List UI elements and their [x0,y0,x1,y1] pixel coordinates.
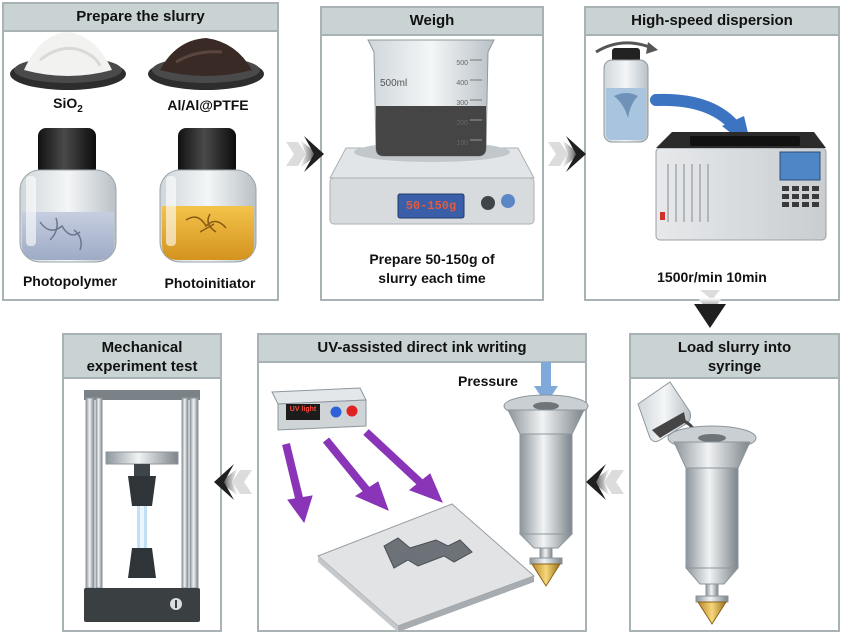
dispersion-panel: High-speed dispersion [584,6,840,301]
sio2-label-base: SiO [53,95,78,111]
mechanical-test-title-line1: Mechanical [101,339,183,356]
uv-writing-title: UV-assisted direct ink writing [259,335,585,363]
mechanical-test-title: Mechanical experiment test [64,335,220,379]
load-syringe-title-line2: syringe [707,358,762,375]
beaker-tick: 400 [456,80,468,87]
prepare-slurry-panel: Prepare the slurry [2,2,279,301]
load-syringe-title-line1: Load slurry into [677,339,792,356]
weigh-caption-line1: Prepare 50-150g of [369,251,495,267]
sio2-label-subscript: 2 [77,103,83,115]
mechanical-test-title-line2: experiment test [86,358,198,375]
prepare-slurry-title: Prepare the slurry [4,4,277,32]
arrow-load-to-uv [586,464,624,500]
weigh-title: Weigh [322,8,542,36]
arrow-prepare-to-weigh [286,136,324,172]
load-syringe-title: Load slurry into syringe [631,335,838,379]
al-ptfe-label: Al/Al@PTFE [167,97,249,113]
beaker-tick: 200 [456,120,468,127]
beaker-tick: 300 [456,100,468,107]
photopolymer-label: Photopolymer [22,273,118,289]
scale-display: 50-150g [405,199,457,213]
photoinitiator-label: Photoinitiator [164,275,256,291]
uv-lamp-display: UV light [289,406,317,413]
weigh-caption-line2: slurry each time [378,270,486,286]
beaker-ticks: 500 400 300 200 100 [448,54,468,154]
pressure-label: Pressure [458,373,518,389]
dispersion-caption: 1500r/min 10min [657,269,767,285]
load-syringe-panel: Load slurry into syringe [629,333,840,632]
arrow-weigh-to-dispersion [548,136,586,172]
beaker-tick: 100 [456,140,468,147]
beaker-tick: 500 [456,60,468,67]
sio2-label: SiO2 [28,94,108,119]
beaker-volume-label: 500ml [380,78,408,89]
dispersion-title: High-speed dispersion [586,8,838,36]
mechanical-test-panel: Mechanical experiment test [62,333,222,632]
